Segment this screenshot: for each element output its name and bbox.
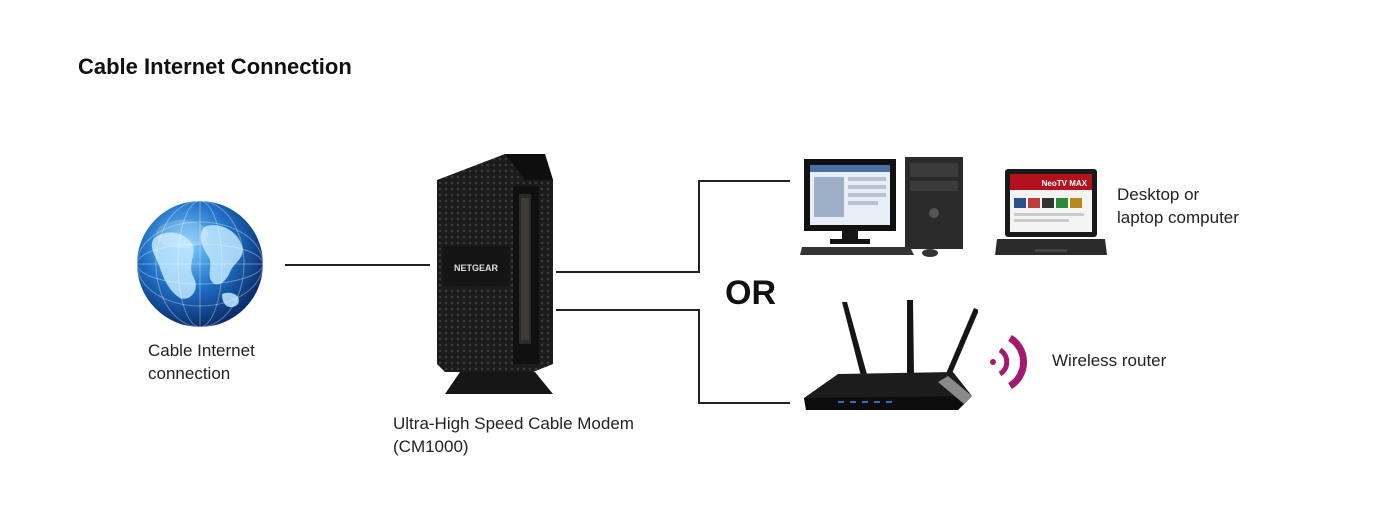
globe-icon	[136, 200, 264, 328]
modem-brand-text: NETGEAR	[454, 263, 499, 273]
wifi-signal-icon	[990, 335, 1028, 389]
computer-label: Desktop or laptop computer	[1117, 185, 1239, 227]
globe-label: Cable Internet connection	[148, 341, 255, 383]
wireless-router-icon	[804, 300, 978, 410]
modem-to-computer-line	[556, 180, 790, 273]
desktop-computer-icon	[800, 157, 963, 257]
router-label: Wireless router	[1052, 351, 1167, 370]
laptop-computer-icon: NeoTV MAX	[995, 169, 1107, 255]
diagram-title: Cable Internet Connection	[78, 54, 352, 79]
laptop-screen-brand: NeoTV MAX	[1042, 179, 1088, 188]
cable-modem-icon: NETGEAR	[437, 154, 553, 394]
or-separator: OR	[725, 274, 776, 312]
modem-label: Ultra-High Speed Cable Modem (CM1000)	[393, 414, 634, 456]
modem-to-router-line	[556, 309, 790, 404]
